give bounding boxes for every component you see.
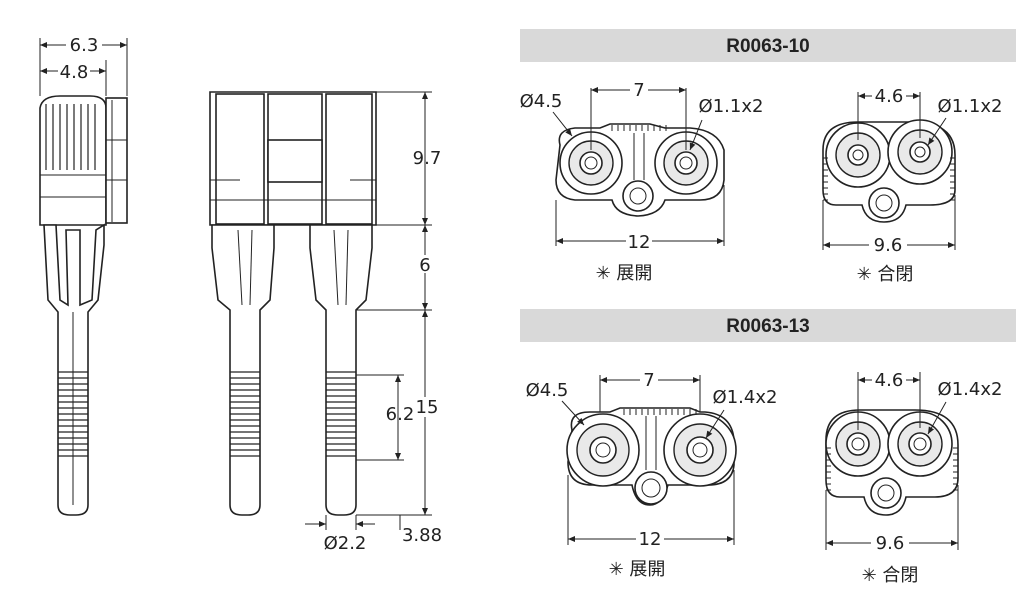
closed-pin-diameter-label: Ø1.1x2 xyxy=(938,96,1003,117)
open-caption: ✳ 展開 xyxy=(596,263,653,284)
width-label: 12 xyxy=(628,232,651,253)
pin-height-label: 15 xyxy=(416,397,439,418)
closed-pitch-label: 4.6 xyxy=(875,86,904,107)
model-header: R0063-13 xyxy=(726,316,809,337)
front-view: 9.7 6 15 6.2 Ø2.2 3.88 xyxy=(209,91,442,554)
open-view: 7 Ø4.5 Ø1.4x2 12 ✳ 展開 xyxy=(526,370,778,580)
pin-diameter-label: Ø2.2 xyxy=(324,533,367,554)
model-header: R0063-10 xyxy=(726,36,809,57)
side-width-total-label: 6.3 xyxy=(70,35,99,56)
closed-pitch-label: 4.6 xyxy=(875,370,904,391)
hole-diameter-label: Ø4.5 xyxy=(526,380,569,401)
closed-width-label: 9.6 xyxy=(876,533,905,554)
open-view: 7 Ø4.5 Ø1.1x2 12 ✳ 展開 xyxy=(520,80,764,284)
ribbed-height-label: 6.2 xyxy=(386,404,415,425)
closed-caption: ✳ 合閉 xyxy=(857,264,914,285)
closed-caption: ✳ 合閉 xyxy=(862,565,919,586)
pin-tip-label: 3.88 xyxy=(402,525,442,546)
variant-panel-r0063-10: R0063-10 7 Ø4.5 Ø1.1x2 xyxy=(520,29,1016,285)
side-view: 6.3 4.8 xyxy=(39,35,128,516)
closed-pin-diameter-label: Ø1.4x2 xyxy=(938,379,1003,400)
closed-view: 4.6 Ø1.4x2 9.6 ✳ 合閉 xyxy=(825,370,1003,586)
pitch-label: 7 xyxy=(633,80,644,101)
hole-diameter-label: Ø4.5 xyxy=(520,91,563,112)
variant-panel-r0063-13: R0063-13 7 Ø4.5 Ø1.4x2 xyxy=(520,309,1016,586)
side-width-head-label: 4.8 xyxy=(60,62,89,83)
closed-view: 4.6 Ø1.1x2 9.6 ✳ 合閉 xyxy=(822,86,1003,285)
pitch-label: 7 xyxy=(643,370,654,391)
open-caption: ✳ 展開 xyxy=(609,559,666,580)
pin-diameter-label: Ø1.1x2 xyxy=(699,96,764,117)
width-label: 12 xyxy=(639,529,662,550)
legs-height-label: 6 xyxy=(419,255,430,276)
pin-diameter-label: Ø1.4x2 xyxy=(713,387,778,408)
head-height-label: 9.7 xyxy=(413,148,442,169)
closed-width-label: 9.6 xyxy=(874,235,903,256)
